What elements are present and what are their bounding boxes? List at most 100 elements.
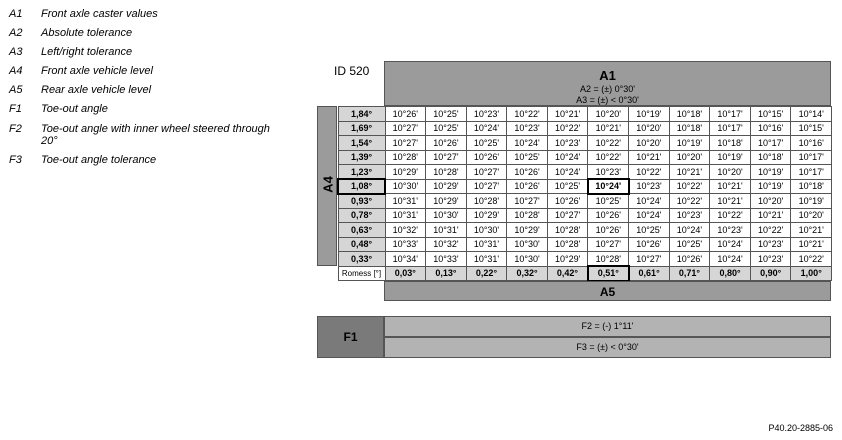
- table-cell: 10°26': [587, 207, 630, 223]
- table-cell: 10°23': [587, 164, 630, 180]
- table-cell: 10°17': [709, 120, 751, 136]
- table-cell: 10°23': [749, 236, 792, 252]
- table-cell: 10°24': [709, 236, 751, 252]
- legend-text: Toe-out angle: [41, 103, 108, 115]
- table-cell: 10°24': [465, 120, 508, 136]
- legend-text: Rear axle vehicle level: [41, 84, 152, 96]
- table-cell: 10°14': [790, 106, 833, 122]
- table-cell: 10°28': [587, 251, 630, 267]
- legend-code: A2: [9, 27, 23, 39]
- table-cell: 10°23': [546, 135, 589, 151]
- romess-row: Romess [°]0,03°0,13°0,22°0,32°0,42°0,51°…: [337, 265, 833, 282]
- table-cell: 10°29': [384, 164, 427, 180]
- legend-code: F1: [9, 103, 22, 115]
- table-cell: 10°21': [668, 164, 711, 180]
- table-cell: 10°22': [628, 164, 670, 180]
- table-cell: 10°22': [790, 251, 833, 267]
- table-cell: 10°25': [425, 120, 467, 136]
- table-cell: 10°24': [546, 164, 589, 180]
- legend-code: A4: [9, 65, 23, 77]
- row-header-a4: 1,54°: [337, 135, 386, 151]
- table-cell: 10°31': [465, 251, 508, 267]
- column-header-a5: 0,22°: [465, 265, 508, 281]
- table-cell: 10°22': [587, 149, 630, 165]
- table-cell: 10°27': [465, 164, 508, 180]
- table-cell: 10°22': [587, 135, 630, 151]
- f3-row: F3 = (±) < 0°30': [384, 337, 831, 358]
- column-header-a5: 0,51°: [586, 265, 630, 282]
- table-cell: 10°31': [384, 207, 427, 223]
- column-header-a5: 1,00°: [790, 265, 833, 281]
- table-cell: 10°30': [465, 222, 508, 238]
- table-cell: 10°21': [749, 207, 792, 223]
- table-cell: 10°24': [586, 178, 630, 195]
- table-cell: 10°21': [790, 236, 833, 252]
- table-cell: 10°17': [709, 106, 751, 122]
- a5-title: A5: [599, 285, 616, 299]
- table-cell: 10°21': [587, 120, 630, 136]
- table-cell: 10°20': [790, 207, 833, 223]
- table-cell: 10°30': [384, 178, 427, 194]
- table-cell: 10°21': [709, 193, 751, 209]
- table-cell: 10°17': [790, 164, 833, 180]
- a1-header: A1 A2 = (±) 0°30' A3 = (±) < 0°30': [384, 61, 831, 106]
- table-row: 1,54°10°27'10°26'10°25'10°24'10°23'10°22…: [337, 135, 833, 151]
- column-header-a5: 0,32°: [506, 265, 548, 281]
- table-cell: 10°32': [384, 222, 427, 238]
- legend-text: Front axle caster values: [41, 8, 158, 20]
- id-label: ID 520: [334, 64, 370, 78]
- table-cell: 10°23': [465, 106, 508, 122]
- table-cell: 10°25': [546, 178, 589, 194]
- legend-text: Toe-out angle with inner wheel steered t…: [41, 123, 270, 147]
- table-cell: 10°32': [425, 236, 467, 252]
- row-header-a4: 0,48°: [337, 236, 386, 252]
- table-cell: 10°26': [506, 164, 548, 180]
- table-cell: 10°19': [749, 164, 792, 180]
- table-cell: 10°25': [628, 222, 670, 238]
- table-cell: 10°30': [506, 236, 548, 252]
- table-cell: 10°26': [465, 149, 508, 165]
- table-cell: 10°27': [384, 135, 427, 151]
- table-cell: 10°26': [384, 106, 427, 122]
- table-cell: 10°19': [749, 178, 792, 194]
- a2-tolerance: A2 = (±) 0°30': [579, 84, 636, 94]
- column-header-a5: 0,13°: [425, 265, 467, 281]
- table-row: 0,63°10°32'10°31'10°30'10°29'10°28'10°26…: [337, 222, 833, 238]
- table-cell: 10°27': [465, 178, 508, 194]
- legend-code: F2: [9, 123, 22, 135]
- table-cell: 10°29': [425, 178, 467, 194]
- table-cell: 10°23': [709, 222, 751, 238]
- table-cell: 10°23': [628, 178, 670, 194]
- table-cell: 10°20': [668, 149, 711, 165]
- row-header-a4: 0,78°: [337, 207, 386, 223]
- table-cell: 10°19': [709, 149, 751, 165]
- row-header-a4: 1,23°: [337, 164, 386, 180]
- table-row: 0,48°10°33'10°32'10°31'10°30'10°28'10°27…: [337, 236, 833, 252]
- table-cell: 10°16': [790, 135, 833, 151]
- table-cell: 10°28': [384, 149, 427, 165]
- table-row: 0,78°10°31'10°30'10°29'10°28'10°27'10°26…: [337, 207, 833, 223]
- table-cell: 10°20': [709, 164, 751, 180]
- table-cell: 10°30': [506, 251, 548, 267]
- row-header-a4: 1,84°: [337, 106, 386, 122]
- table-cell: 10°28': [465, 193, 508, 209]
- column-header-a5: 0,03°: [384, 265, 427, 281]
- table-cell: 10°17': [790, 149, 833, 165]
- table-row: 0,93°10°31'10°29'10°28'10°27'10°26'10°25…: [337, 193, 833, 209]
- table-cell: 10°24': [546, 149, 589, 165]
- table-cell: 10°28': [546, 236, 589, 252]
- table-cell: 10°28': [506, 207, 548, 223]
- legend-text: Toe-out angle tolerance: [41, 154, 157, 166]
- table-cell: 10°26': [628, 236, 670, 252]
- table-cell: 10°24': [628, 207, 670, 223]
- legend-code: A1: [9, 8, 23, 20]
- table-row: 1,08°10°30'10°29'10°27'10°26'10°25'10°24…: [337, 178, 833, 195]
- column-header-a5: 0,90°: [749, 265, 792, 281]
- table-cell: 10°17': [749, 135, 792, 151]
- a4-side-header: A4: [317, 106, 337, 266]
- table-cell: 10°29': [506, 222, 548, 238]
- table-cell: 10°20': [749, 193, 792, 209]
- table-cell: 10°28': [425, 164, 467, 180]
- legend-text: Absolute tolerance: [41, 27, 133, 39]
- column-header-a5: 0,71°: [668, 265, 711, 281]
